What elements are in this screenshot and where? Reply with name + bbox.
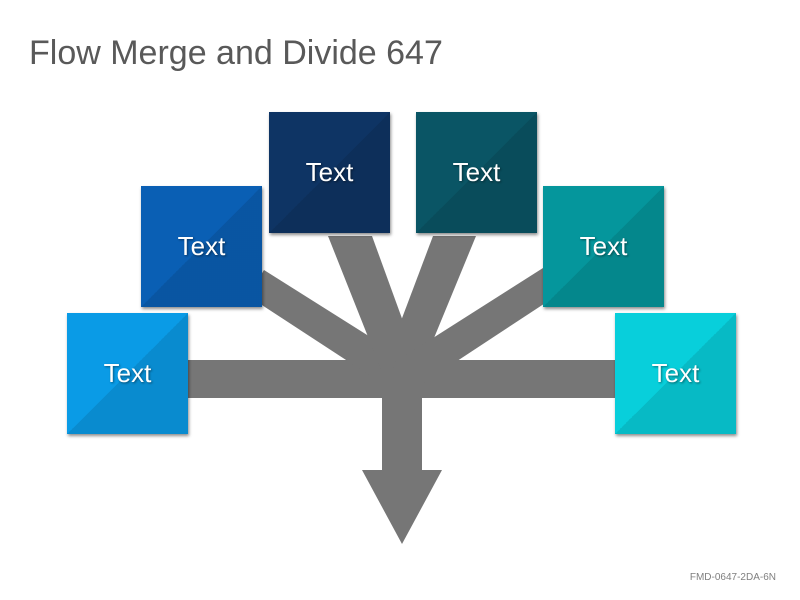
- arm-left-mid: [248, 270, 410, 390]
- box-label: Text: [305, 157, 354, 187]
- footer-code: FMD-0647-2DA-6N: [689, 572, 776, 583]
- box-left-mid[interactable]: Text: [141, 186, 262, 307]
- down-arrow: [362, 380, 442, 544]
- box-right-mid[interactable]: Text: [543, 186, 664, 307]
- box-left-low[interactable]: Text: [67, 313, 188, 434]
- box-left-top[interactable]: Text: [269, 112, 390, 233]
- box-label: Text: [452, 157, 501, 187]
- arm-right-mid: [392, 268, 556, 392]
- page-title: Flow Merge and Divide 647: [29, 34, 443, 72]
- arm-right-top: [384, 236, 476, 372]
- arrow-group: [185, 236, 617, 544]
- box-label: Text: [651, 358, 700, 388]
- box-right-top[interactable]: Text: [416, 112, 537, 233]
- box-label: Text: [103, 358, 152, 388]
- box-label: Text: [579, 231, 628, 261]
- box-label: Text: [177, 231, 226, 261]
- box-right-low[interactable]: Text: [615, 313, 736, 434]
